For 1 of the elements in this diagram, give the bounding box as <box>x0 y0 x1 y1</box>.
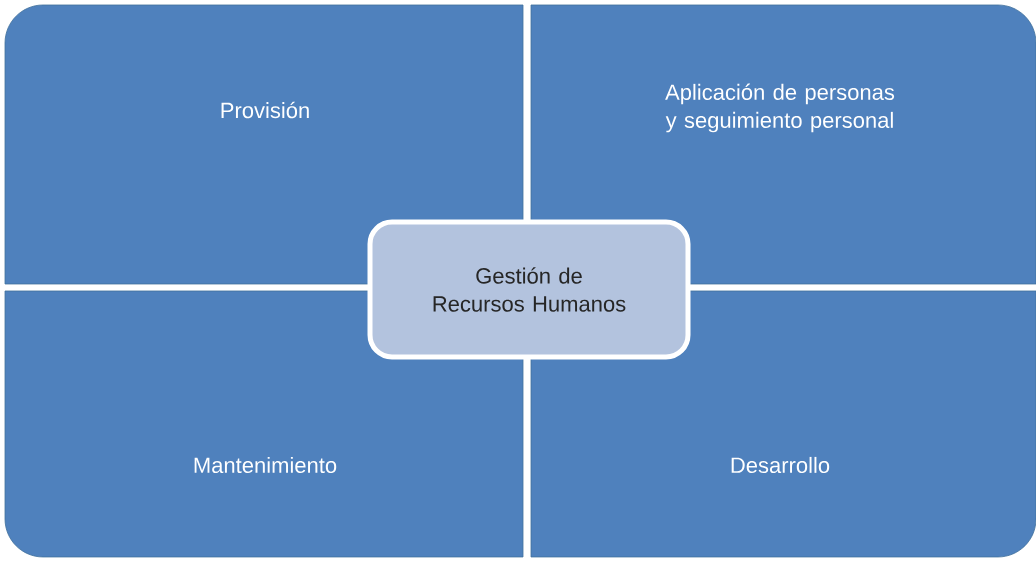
center-box: Gestión de Recursos Humanos <box>367 219 691 360</box>
